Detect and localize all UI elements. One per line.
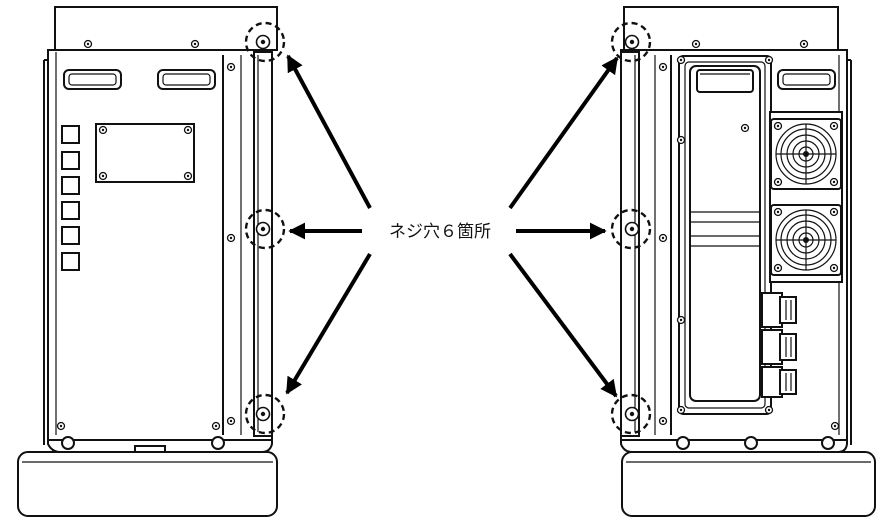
left-handle-1 bbox=[63, 69, 122, 90]
right-base bbox=[621, 451, 876, 517]
arrow-right-bottom bbox=[508, 252, 618, 398]
fan-top bbox=[771, 119, 841, 189]
screw-hole-right-top bbox=[624, 34, 640, 50]
arrow-left-bottom bbox=[285, 252, 372, 395]
right-unit bbox=[610, 6, 876, 517]
arrow-left-top bbox=[286, 54, 372, 209]
screw-hole-right-middle bbox=[624, 221, 640, 237]
right-side-rail bbox=[620, 51, 640, 437]
arrow-right-top bbox=[508, 56, 619, 210]
callout-arrows bbox=[285, 54, 619, 398]
screw-hole-left-middle bbox=[255, 221, 271, 237]
left-top-cap bbox=[54, 6, 278, 51]
left-body bbox=[47, 49, 273, 441]
left-unit bbox=[17, 6, 286, 517]
fan-bottom bbox=[771, 205, 841, 275]
right-connectors bbox=[761, 292, 797, 398]
right-fan-panel bbox=[769, 111, 843, 283]
left-indicator-squares bbox=[61, 125, 80, 271]
right-top-cap bbox=[623, 6, 839, 51]
right-handle bbox=[777, 69, 836, 90]
left-handle-2 bbox=[157, 69, 216, 90]
left-side-rail bbox=[253, 51, 273, 437]
left-base bbox=[17, 451, 278, 517]
callout-label-background bbox=[366, 216, 514, 244]
screw-hole-left-top bbox=[255, 34, 271, 50]
screw-hole-left-bottom bbox=[255, 406, 271, 422]
screw-hole-right-bottom bbox=[624, 406, 640, 422]
right-cover-panel bbox=[676, 55, 774, 415]
callout-label: ネジ穴６箇所 bbox=[389, 222, 491, 242]
left-nameplate bbox=[95, 123, 195, 183]
